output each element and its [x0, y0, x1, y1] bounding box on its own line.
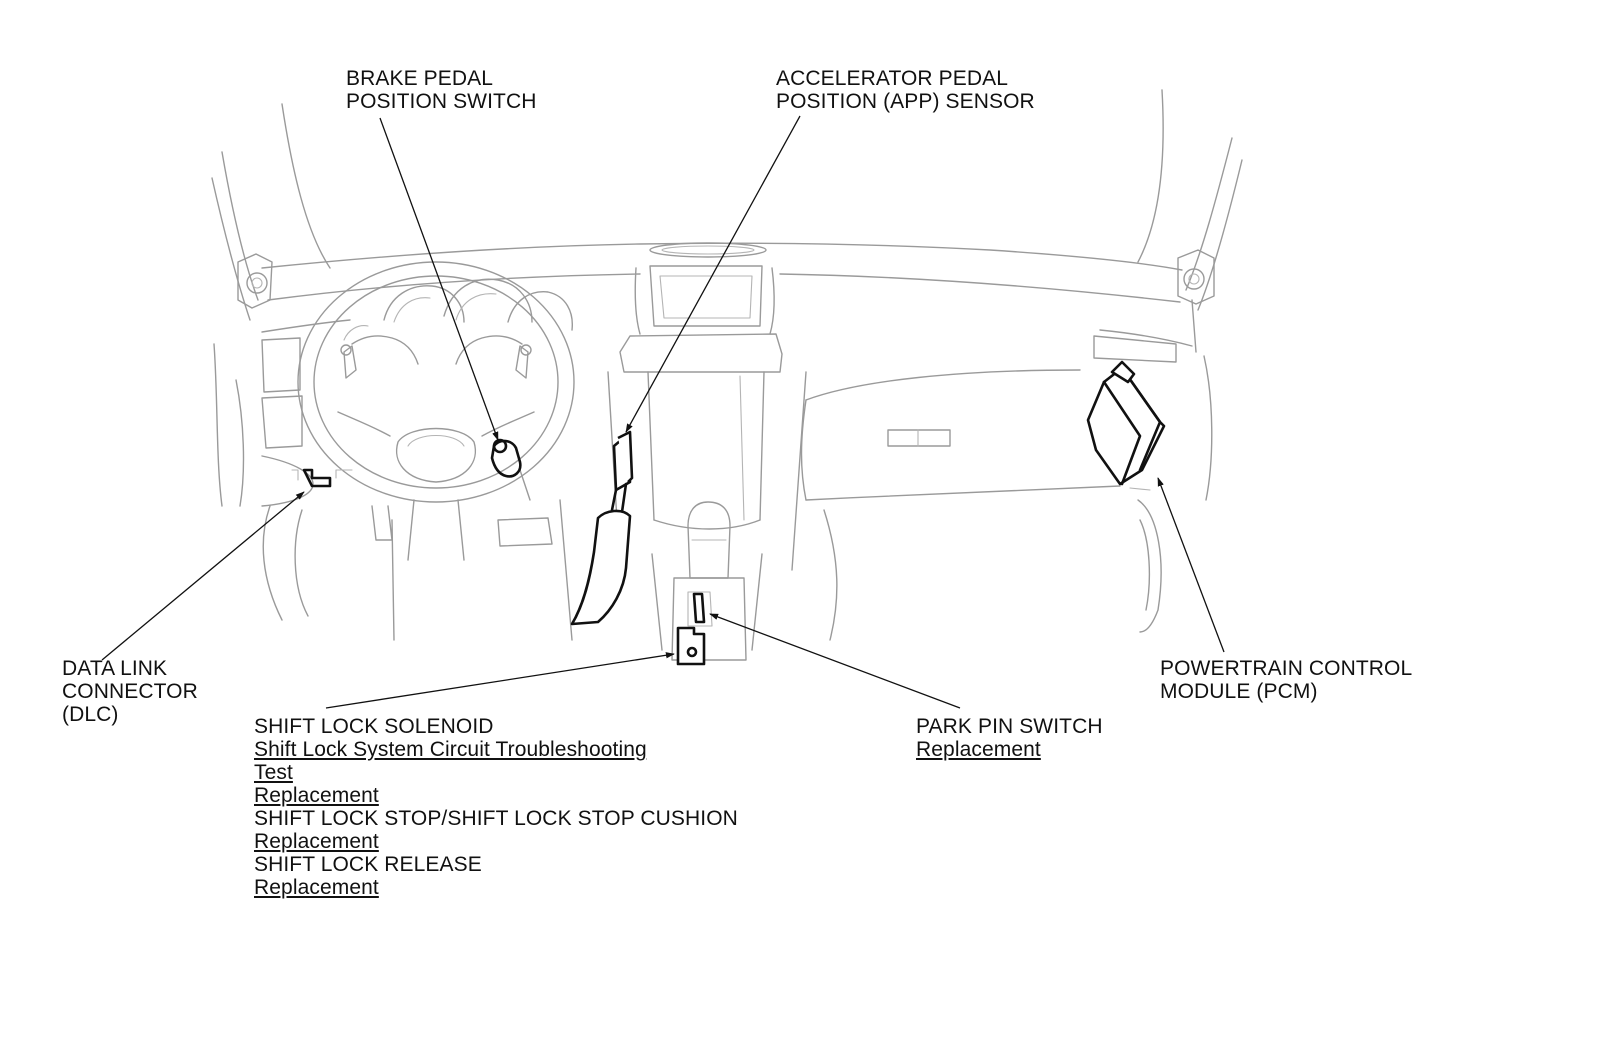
leader-lines	[101, 115, 1225, 709]
shift-lock-solenoid-title: SHIFT LOCK SOLENOID	[254, 715, 494, 738]
shift-lock-solenoid-replacement-link[interactable]: Replacement	[254, 784, 379, 807]
shift-lock-label-block: SHIFT LOCK SOLENOID Shift Lock System Ci…	[254, 715, 738, 899]
park-pin-switch-replacement-link[interactable]: Replacement	[916, 738, 1041, 761]
dashboard-top	[261, 242, 1197, 353]
brake-pedal-position-switch-label: BRAKE PEDAL POSITION SWITCH	[346, 67, 537, 113]
windshield-pillars	[211, 89, 1243, 321]
shift-lock-solenoid-part	[676, 626, 706, 666]
shift-lock-stop-title: SHIFT LOCK STOP/SHIFT LOCK STOP CUSHION	[254, 807, 738, 830]
app-sensor-part	[570, 430, 634, 626]
app-sensor-label: ACCELERATOR PEDAL POSITION (APP) SENSOR	[776, 67, 1035, 113]
pcm-label: POWERTRAIN CONTROL MODULE (PCM)	[1160, 657, 1413, 703]
shift-lever	[671, 501, 747, 661]
lower-left-panel	[213, 337, 573, 641]
side-vents	[237, 249, 1215, 309]
brake-pedal-position-switch-part	[490, 438, 522, 478]
passenger-dash	[800, 335, 1213, 641]
shift-lock-stop-replacement-link[interactable]: Replacement	[254, 830, 379, 853]
park-pin-switch-label: PARK PIN SWITCH Replacement	[916, 715, 1103, 761]
shift-lock-release-title: SHIFT LOCK RELEASE	[254, 853, 482, 876]
dlc-label: DATA LINK CONNECTOR (DLC)	[62, 657, 198, 726]
dlc-part	[291, 468, 353, 488]
steering-wheel	[297, 261, 575, 561]
pcm-part	[1086, 360, 1166, 491]
park-pin-switch-part	[687, 591, 713, 627]
shift-lock-release-replacement-link[interactable]: Replacement	[254, 876, 379, 899]
shift-lock-solenoid-test-link[interactable]: Test	[254, 761, 293, 784]
shift-lock-circuit-troubleshooting-link[interactable]: Shift Lock System Circuit Troubleshootin…	[254, 738, 647, 761]
instrument-cluster	[383, 278, 573, 331]
